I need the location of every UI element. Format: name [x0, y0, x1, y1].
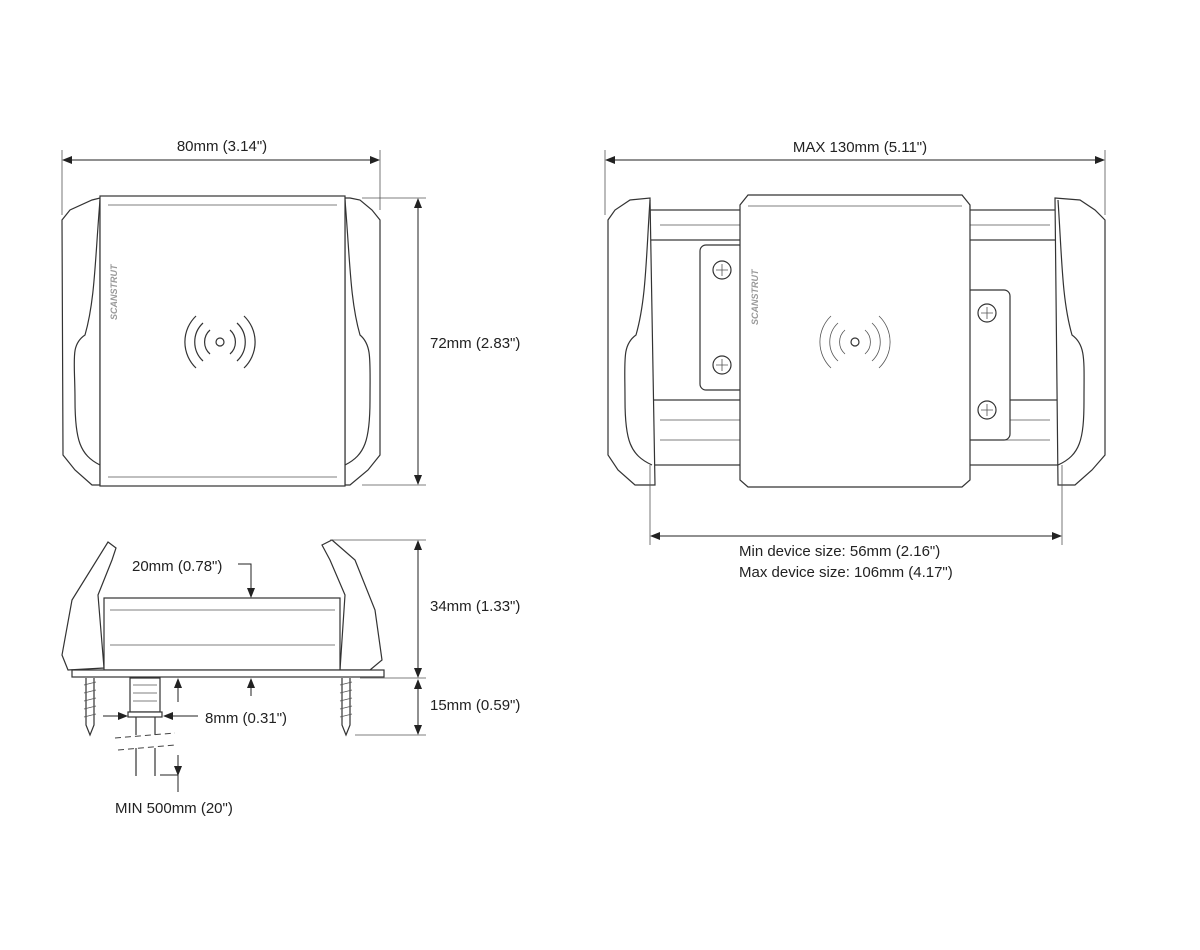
wireless-charging-icon [819, 315, 891, 369]
front-view: SCANSTRUT 80mm (3.14") 72mm (2.83") [61, 138, 520, 487]
depth-label: 20mm (0.78") [132, 558, 222, 575]
screw-length-label: 15mm (0.59") [430, 697, 520, 714]
wireless-charging-icon [184, 315, 256, 369]
phone-holder-side [61, 539, 385, 776]
max-device-label: Max device size: 106mm (4.17") [739, 564, 953, 581]
phone-holder-extended: SCANSTRUT [607, 194, 1106, 488]
cable-diameter-label: 8mm (0.31") [205, 710, 287, 727]
min-device-label: Min device size: 56mm (2.16") [739, 543, 940, 560]
phone-holder-front: SCANSTRUT [61, 195, 381, 487]
height-label: 72mm (2.83") [430, 335, 520, 352]
cable [114, 677, 176, 776]
brand-logo: SCANSTRUT [109, 263, 119, 320]
extended-view: SCANSTRUT MAX 130mm (5.11") Min device s… [604, 139, 1106, 581]
width-label: 80mm (3.14") [177, 138, 267, 155]
min-cable-label: MIN 500mm (20") [115, 800, 233, 817]
screw-icons [83, 678, 353, 737]
max-width-label: MAX 130mm (5.11") [793, 139, 927, 156]
brand-logo: SCANSTRUT [750, 268, 760, 325]
side-height-label: 34mm (1.33") [430, 598, 520, 615]
side-view: 20mm (0.78") 34mm (1.33") 15mm (0.59") 8… [61, 539, 520, 817]
screw-icons [712, 260, 997, 420]
